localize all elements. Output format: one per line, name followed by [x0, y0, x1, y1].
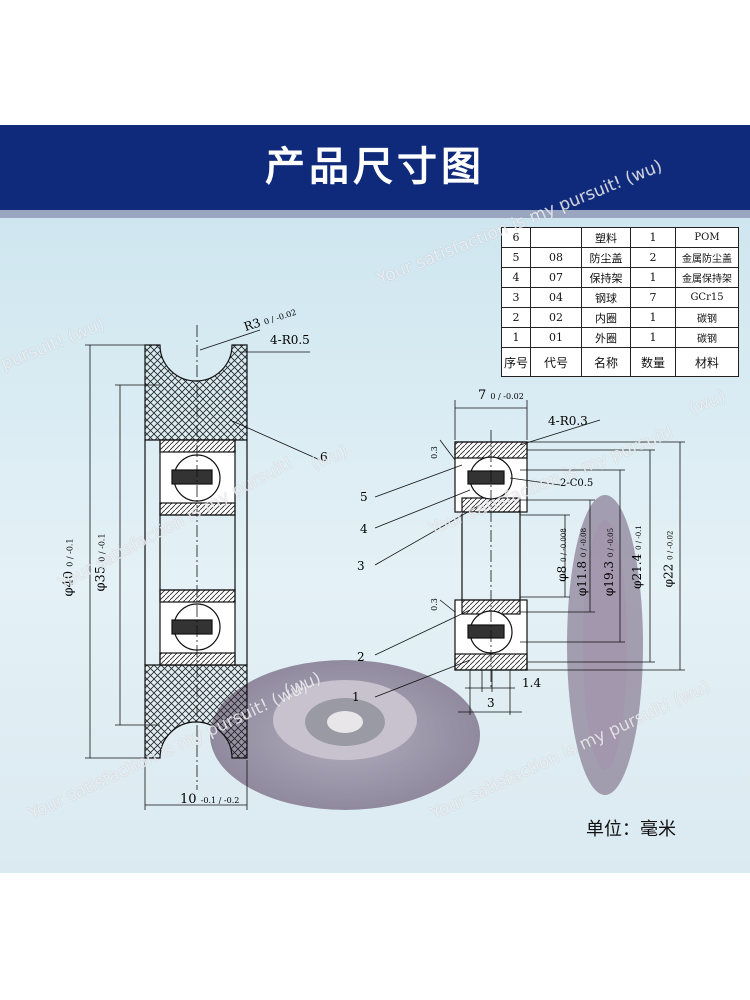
cell-seq: 3 [500, 287, 532, 308]
cell-code: 08 [530, 247, 583, 268]
cell-material: GCr15 [675, 287, 740, 308]
right-width-label: 7 0 / -0.02 [478, 388, 524, 403]
left-width-label: 10 -0.1 / -0.2 [180, 792, 240, 807]
cell-material: 碳钢 [675, 327, 740, 348]
cell-qty: 1 [630, 227, 677, 248]
cell-code: 02 [530, 307, 583, 328]
cell-code: 01 [530, 327, 583, 348]
cell-name: 钢球 [581, 287, 632, 308]
cell-seq: 序号 [500, 347, 532, 377]
right-dia-inner-ring: φ11.8 0 / -0.08 [575, 527, 590, 597]
cell-qty: 1 [630, 307, 677, 328]
cell-qty: 1 [630, 327, 677, 348]
cell-name: 内圈 [581, 307, 632, 328]
right-chamfer-label: 2-C0.5 [560, 478, 594, 489]
cell-name: 名称 [581, 347, 632, 377]
cell-material: 碳钢 [675, 307, 740, 328]
right-section-view [454, 430, 528, 690]
cell-name: 外圈 [581, 327, 632, 348]
right-small-label-top: 0.3 [429, 446, 439, 459]
right-small-label-bottom: 0.3 [429, 598, 439, 611]
leader-label-5: 5 [360, 490, 368, 504]
cell-material: 金属防尘盖 [675, 247, 740, 268]
unit-label: 单位：毫米 [586, 819, 676, 840]
left-section-view [144, 325, 248, 790]
right-dia-shoulder: φ21.4 0 / -0.1 [629, 525, 644, 589]
cell-qty: 2 [630, 247, 677, 268]
right-dia-outer-ring: φ19.3 0 / -0.05 [602, 527, 617, 597]
leader-label-1: 1 [352, 690, 360, 704]
title-banner [0, 125, 750, 210]
right-dia-bore: φ8 0 / -0.008 [554, 528, 569, 582]
cell-seq: 5 [500, 247, 532, 268]
leader-label-2: 2 [357, 650, 365, 664]
left-corner-label: 4-R0.5 [270, 333, 310, 347]
table-header-row: 序号代号名称数量材料 [500, 347, 740, 377]
cell-seq: 1 [500, 327, 532, 348]
banner-stripe [0, 210, 750, 218]
cell-code [530, 227, 583, 248]
cell-name: 防尘盖 [581, 247, 632, 268]
cell-qty: 7 [630, 287, 677, 308]
leader-label-4: 4 [360, 522, 368, 536]
right-dim-small: 1.4 [522, 676, 542, 690]
cell-qty: 1 [630, 267, 677, 288]
right-corner-label: 4-R0.3 [548, 414, 588, 428]
cell-material: 材料 [675, 347, 740, 377]
cell-seq: 6 [500, 227, 532, 248]
left-part-label: 6 [320, 450, 328, 464]
cell-code: 07 [530, 267, 583, 288]
cell-material: POM [675, 227, 740, 248]
right-dimensions [374, 400, 685, 715]
right-dia-outer: φ22 0 / -0.02 [661, 530, 676, 588]
cell-name: 塑料 [581, 227, 632, 248]
cell-code: 04 [530, 287, 583, 308]
cell-qty: 数量 [630, 347, 677, 377]
product-photo [210, 495, 643, 810]
left-dimensions [85, 329, 321, 810]
cell-seq: 4 [500, 267, 532, 288]
cell-seq: 2 [500, 307, 532, 328]
right-dim-3: 3 [487, 696, 495, 710]
cell-name: 保持架 [581, 267, 632, 288]
page-title: 产品尺寸图 [265, 144, 485, 190]
cell-code: 代号 [530, 347, 583, 377]
leader-label-3: 3 [357, 559, 365, 573]
cell-material: 金属保持架 [675, 267, 740, 288]
